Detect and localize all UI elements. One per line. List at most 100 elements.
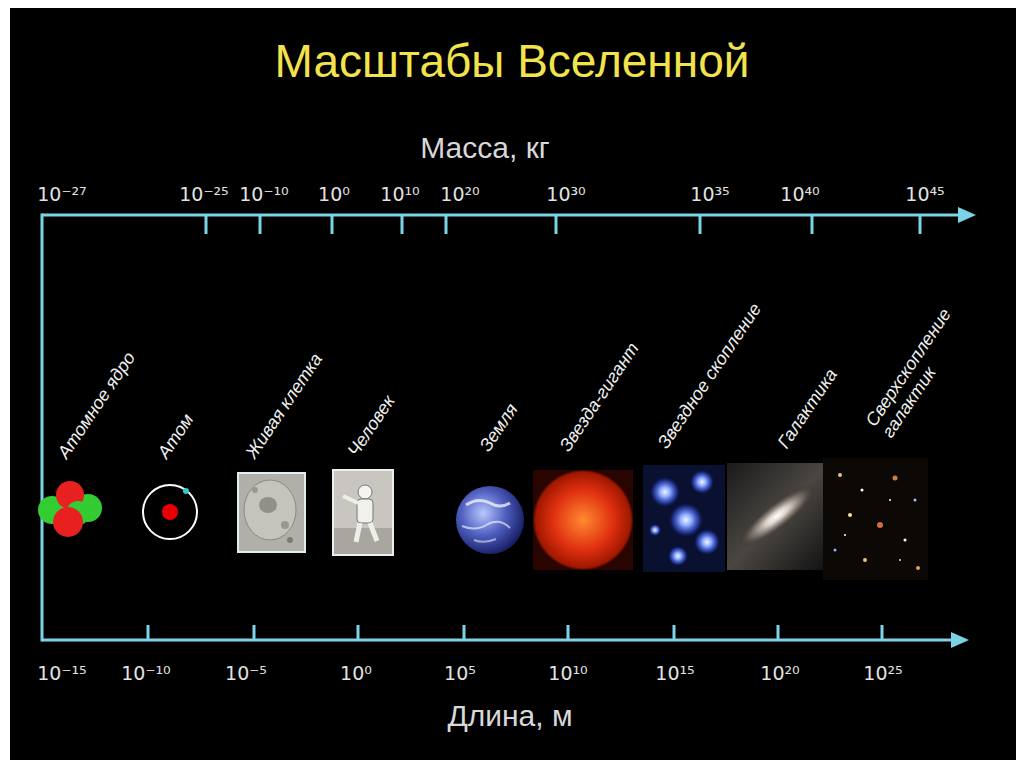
atom-picture	[143, 485, 197, 539]
star-disc	[533, 470, 633, 570]
galaxy-dot	[861, 489, 864, 492]
galaxy-dot	[838, 473, 842, 477]
tick-label: 10⁻¹⁰	[239, 182, 288, 206]
axis-tick	[777, 625, 780, 640]
axis-tick	[673, 625, 676, 640]
tick-label: 10⁰	[340, 661, 372, 685]
mass-arrowhead	[958, 207, 976, 223]
axis-tick	[147, 625, 150, 640]
galaxy-disc	[731, 476, 823, 556]
tick-label: 10¹⁰	[380, 182, 419, 206]
cell-body	[244, 480, 296, 540]
atom-nucleus	[162, 504, 178, 520]
cluster-star	[650, 477, 680, 507]
tick-label: 10¹⁵	[655, 661, 694, 685]
tick-label: 10²⁰	[760, 661, 799, 685]
galaxy-dot	[834, 549, 837, 552]
tick-label: 10⁻⁵	[225, 661, 267, 685]
supercluster-photo	[823, 458, 928, 580]
galaxy-dot	[904, 539, 907, 542]
proton	[53, 507, 83, 537]
giant-star-picture	[533, 470, 633, 570]
human-picture	[333, 470, 393, 555]
axis-tick	[401, 215, 404, 234]
axis-title: Длина, м	[447, 699, 572, 733]
galaxy-photo	[727, 463, 828, 570]
black-panel	[10, 8, 1016, 760]
galaxy-picture	[727, 463, 828, 570]
axis-tick	[811, 215, 814, 234]
suit-leg	[370, 523, 377, 541]
tick-label: 10⁰	[318, 182, 350, 206]
tick-label: 10³⁵	[690, 182, 729, 206]
tick-label: 10¹⁰	[548, 661, 587, 685]
axis-tick	[463, 625, 466, 640]
cluster-star	[669, 503, 703, 537]
galaxy-dot	[916, 566, 920, 570]
cloud	[466, 500, 510, 506]
cell-detail	[252, 487, 258, 493]
length-arrowhead	[951, 632, 969, 648]
ground	[334, 528, 392, 554]
suit-body	[357, 499, 373, 523]
axis-tick	[567, 625, 570, 640]
axis-tick	[699, 215, 702, 234]
axis-tick	[555, 215, 558, 234]
axis-tick	[919, 215, 922, 234]
galaxy-dot	[848, 513, 852, 517]
cloud	[474, 539, 496, 542]
galaxy-dot	[914, 499, 917, 502]
axis-title: Масса, кг	[420, 131, 549, 165]
cell-nucleus	[259, 497, 277, 513]
axis-tick	[357, 625, 360, 640]
tick-label: 10²⁰	[440, 182, 479, 206]
cluster-star	[690, 470, 714, 494]
supercluster-picture	[823, 458, 928, 580]
galaxy-dot	[889, 499, 891, 501]
electron-orbit	[143, 485, 197, 539]
axes	[42, 207, 976, 648]
suit-arm	[343, 496, 358, 503]
human-photo	[333, 470, 393, 555]
axis-tick	[205, 215, 208, 234]
cell-detail	[281, 521, 289, 529]
cloud	[462, 522, 510, 529]
nucleus-picture	[38, 481, 102, 537]
axis-tick	[445, 215, 448, 234]
axis-tick	[881, 625, 884, 640]
length-axis	[42, 639, 955, 642]
tick-label: 10⁴⁰	[780, 182, 819, 206]
star-cluster-picture	[643, 465, 725, 572]
cluster-star	[694, 529, 720, 555]
galaxy-dot	[893, 476, 898, 481]
suit-leg	[356, 523, 360, 542]
helmet	[358, 485, 372, 499]
mass-axis	[42, 214, 962, 217]
galaxy-dot	[863, 558, 867, 562]
star-photo	[533, 470, 633, 570]
galaxy-dot	[844, 534, 846, 536]
cluster-star	[649, 524, 661, 536]
axis-tick	[259, 215, 262, 234]
electron	[183, 488, 189, 494]
cluster-photo	[643, 465, 725, 572]
earth-globe	[456, 486, 524, 554]
tick-label: 10⁴⁵	[905, 182, 944, 206]
tick-label: 10⁵	[444, 661, 476, 685]
cell-detail	[287, 537, 293, 543]
cluster-star	[668, 546, 688, 566]
tick-label: 10⁻²⁷	[37, 182, 86, 206]
left-axis	[41, 214, 44, 642]
tick-label: 10²⁵	[863, 661, 902, 685]
diagram-title: Масштабы Вселенной	[0, 34, 1024, 88]
axis-tick	[253, 625, 256, 640]
cell-picture	[238, 473, 305, 552]
earth-picture	[456, 486, 524, 554]
galaxy-dot	[899, 559, 901, 561]
cell-photo	[238, 473, 305, 552]
axis-tick	[331, 215, 334, 234]
tick-label: 10⁻¹⁰	[121, 661, 170, 685]
tick-label: 10⁻²⁵	[179, 182, 228, 206]
